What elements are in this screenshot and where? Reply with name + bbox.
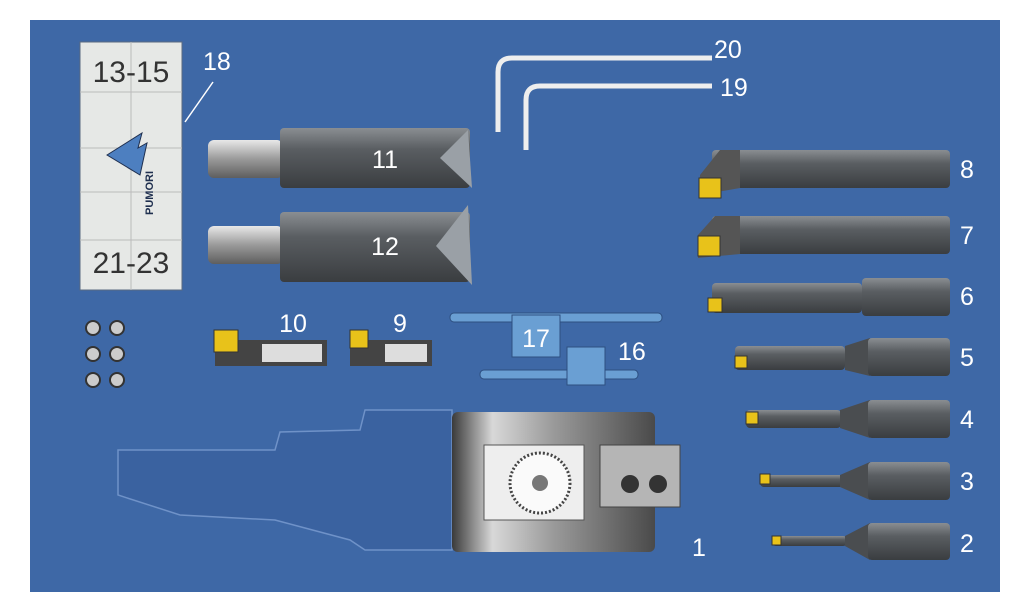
tool-holder-11: 11 [208,128,472,188]
label-2: 2 [960,530,974,558]
label-5: 5 [960,344,974,372]
label-7: 7 [960,222,974,250]
card-top-label: 13-15 [93,56,170,89]
label-18: 18 [203,48,231,76]
label-12: 12 [371,233,399,261]
insert-cartridge-9: 9 [349,310,432,366]
boring-bar-4: 4 [745,400,974,438]
boring-head-1: 1 [117,409,706,562]
card-logo: PUMORI [144,171,156,215]
boring-bar-5: 5 [734,338,974,376]
wedge-17: 17 [449,312,663,358]
card-bottom-label: 21-23 [93,247,170,280]
boring-bar-2: 2 [771,523,974,560]
boring-bar-7: 7 [697,216,974,258]
pumori-logo-icon [106,131,148,176]
label-16: 16 [618,338,646,366]
tool-holder-12: 12 [208,205,472,285]
boring-bar-8: 8 [698,150,974,199]
insert-card-18: 13-15 21-23 PUMORI 18 [79,41,231,291]
label-10: 10 [279,310,307,338]
label-3: 3 [960,468,974,496]
screws [85,320,125,388]
boring-bar-3: 3 [759,462,974,500]
hex-key-19: 19 [523,74,748,150]
label-19: 19 [720,74,748,102]
label-4: 4 [960,406,974,434]
label-17: 17 [522,325,550,353]
boring-bar-6: 6 [707,278,974,316]
label-11: 11 [372,146,398,174]
insert-cartridge-10: 10 [213,310,327,366]
label-1: 1 [692,534,706,562]
label-8: 8 [960,156,974,184]
label-6: 6 [960,283,974,311]
label-20: 20 [714,36,742,64]
hex-key-20: 20 [495,36,742,132]
label-9: 9 [393,310,407,338]
wedge-16: 16 [479,338,646,386]
